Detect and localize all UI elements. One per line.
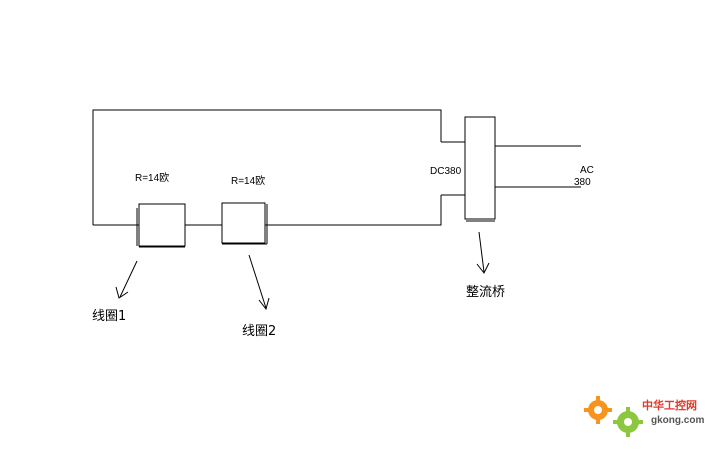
watermark-url: gkong.com xyxy=(651,415,704,426)
arrow-coil1 xyxy=(115,260,138,299)
watermark: 中华工控网 gkong.com xyxy=(584,396,704,437)
gear-icon xyxy=(584,396,643,437)
wire-coil2-bridge xyxy=(265,195,442,226)
rectifier-bridge xyxy=(464,116,496,220)
bridge-name-label: 整流桥 xyxy=(466,285,505,300)
arrow-coil2 xyxy=(248,254,270,311)
dc-voltage-label: DC380 xyxy=(430,166,462,177)
watermark-cn-text: 中华工控网 xyxy=(642,398,697,412)
coil2-name-label: 线圈2 xyxy=(242,324,276,339)
coil-2 xyxy=(221,202,266,244)
coil1-resistance-label: R=14欧 xyxy=(135,172,169,184)
coil2-resistance-label: R=14欧 xyxy=(231,175,265,187)
coil-1 xyxy=(138,203,186,247)
coil1-name-label: 线圈1 xyxy=(92,309,126,324)
ac-label-bottom: 380 xyxy=(574,177,591,188)
top-wire xyxy=(92,109,442,225)
arrow-bridge xyxy=(476,231,490,274)
ac-label-top: AC xyxy=(580,165,594,176)
